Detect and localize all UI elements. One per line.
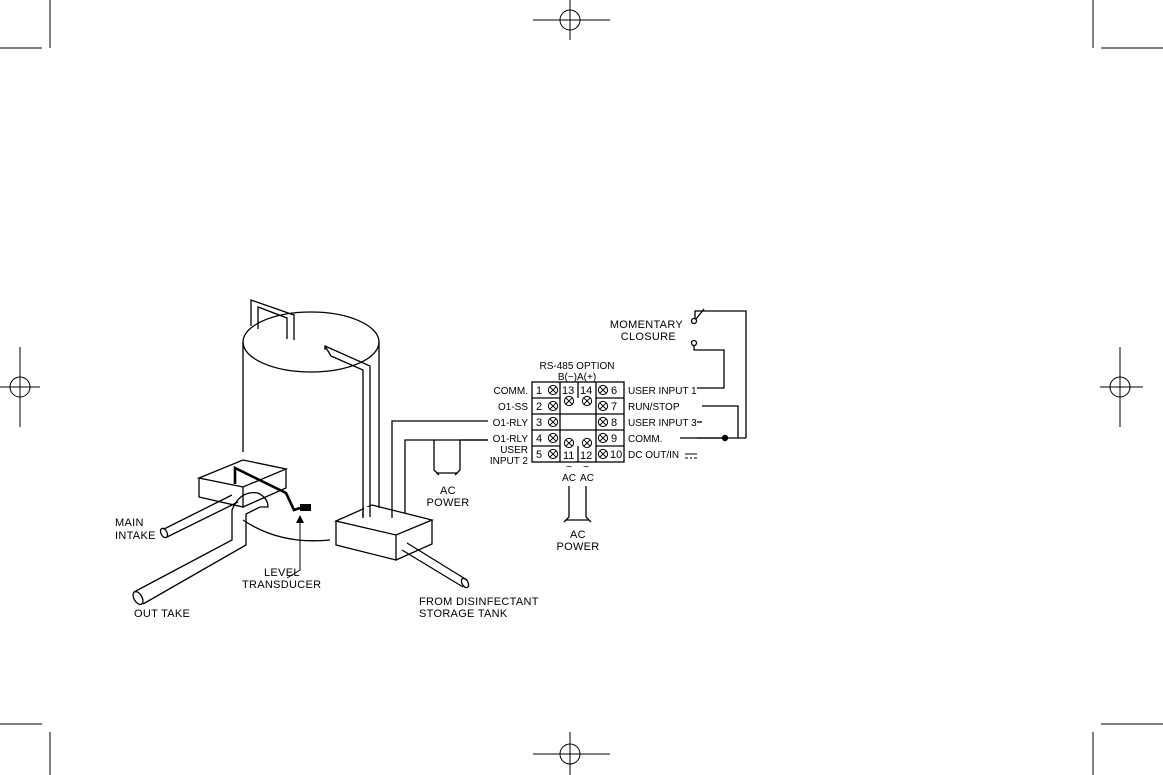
terminal-8: 8 <box>611 417 617 429</box>
main-intake-pipe <box>159 495 238 539</box>
terminal-10: 10 <box>610 449 622 461</box>
closure-label: CLOSURE <box>621 331 676 343</box>
screw-terminal-icon <box>564 396 573 405</box>
label-user-input-2a: USER <box>500 445 528 456</box>
screw-terminal-icon <box>564 438 573 447</box>
terminal-5: 5 <box>536 449 542 461</box>
terminal-14: 14 <box>580 385 592 397</box>
terminal-11: 11 <box>563 450 574 462</box>
label-user-input-3: USER INPUT 3 <box>628 418 697 429</box>
top-right-pipe <box>325 346 370 517</box>
ac-symbol-12: AC <box>580 473 594 484</box>
svg-text:~: ~ <box>566 462 572 473</box>
level-transducer-label-2: TRANSDUCER <box>242 579 321 591</box>
label-user-input-1: USER INPUT 1 <box>628 386 697 397</box>
screw-terminal-icon <box>598 385 607 394</box>
out-take-label: OUT TAKE <box>134 608 190 620</box>
momentary-label: MOMENTARY <box>610 319 684 331</box>
inlet-block <box>199 460 286 507</box>
label-run-stop: RUN/STOP <box>628 402 680 413</box>
from-disinfectant-label-2: STORAGE TANK <box>419 608 508 620</box>
ac-power-bottom-label-2: POWER <box>556 541 599 553</box>
main-intake-label-1: MAIN <box>115 517 144 529</box>
ac-symbol-11: AC <box>562 473 576 484</box>
screw-terminal-icon <box>598 449 607 458</box>
ac-power-bottom: ~ ~ AC AC AC POWER <box>556 462 599 553</box>
terminal-6: 6 <box>611 385 617 397</box>
screw-terminal-icon <box>548 385 557 394</box>
ac-power-top: AC POWER <box>426 440 488 509</box>
ac-power-top-label-2: POWER <box>426 497 469 509</box>
label-o1-rly-4: O1-RLY <box>493 434 529 445</box>
label-dc-out-in: DC OUT/IN <box>628 450 679 461</box>
screw-terminal-icon <box>582 438 591 447</box>
screw-terminal-icon <box>548 401 557 410</box>
ac-power-top-label-1: AC <box>440 485 456 497</box>
screw-terminal-icon <box>548 433 557 442</box>
terminal-block: RS-485 OPTION B(−)A(+) 1 2 <box>490 361 697 467</box>
terminal-1: 1 <box>536 385 542 397</box>
terminal-4: 4 <box>536 433 542 445</box>
svg-text:~: ~ <box>583 462 589 473</box>
disinfectant-pipe <box>402 543 470 589</box>
terminal-12: 12 <box>580 450 592 462</box>
disinfectant-box <box>336 505 432 560</box>
terminal-7: 7 <box>611 401 617 413</box>
terminal-13: 13 <box>562 385 574 397</box>
dc-symbol-icon <box>685 454 697 458</box>
level-transducer-label-1: LEVEL <box>264 567 300 579</box>
terminal-3: 3 <box>536 417 542 429</box>
screw-terminal-icon <box>582 396 591 405</box>
screw-terminal-icon <box>598 401 607 410</box>
terminal-9: 9 <box>611 433 617 445</box>
label-user-input-2b: INPUT 2 <box>490 456 529 467</box>
label-comm-left: COMM. <box>494 386 528 397</box>
label-o1-ss: O1-SS <box>498 402 528 413</box>
main-intake-label-2: INTAKE <box>115 530 156 542</box>
rs485-option-label: RS-485 OPTION <box>539 361 614 372</box>
ac-power-bottom-label-1: AC <box>570 529 586 541</box>
from-disinfectant-label-1: FROM DISINFECTANT <box>419 596 539 608</box>
label-o1-rly-3: O1-RLY <box>493 418 529 429</box>
screw-terminal-icon <box>548 417 557 426</box>
screw-terminal-icon <box>598 433 607 442</box>
terminal-2: 2 <box>536 401 542 413</box>
screw-terminal-icon <box>598 417 607 426</box>
screw-terminal-icon <box>548 449 557 458</box>
label-comm-right: COMM. <box>628 434 662 445</box>
